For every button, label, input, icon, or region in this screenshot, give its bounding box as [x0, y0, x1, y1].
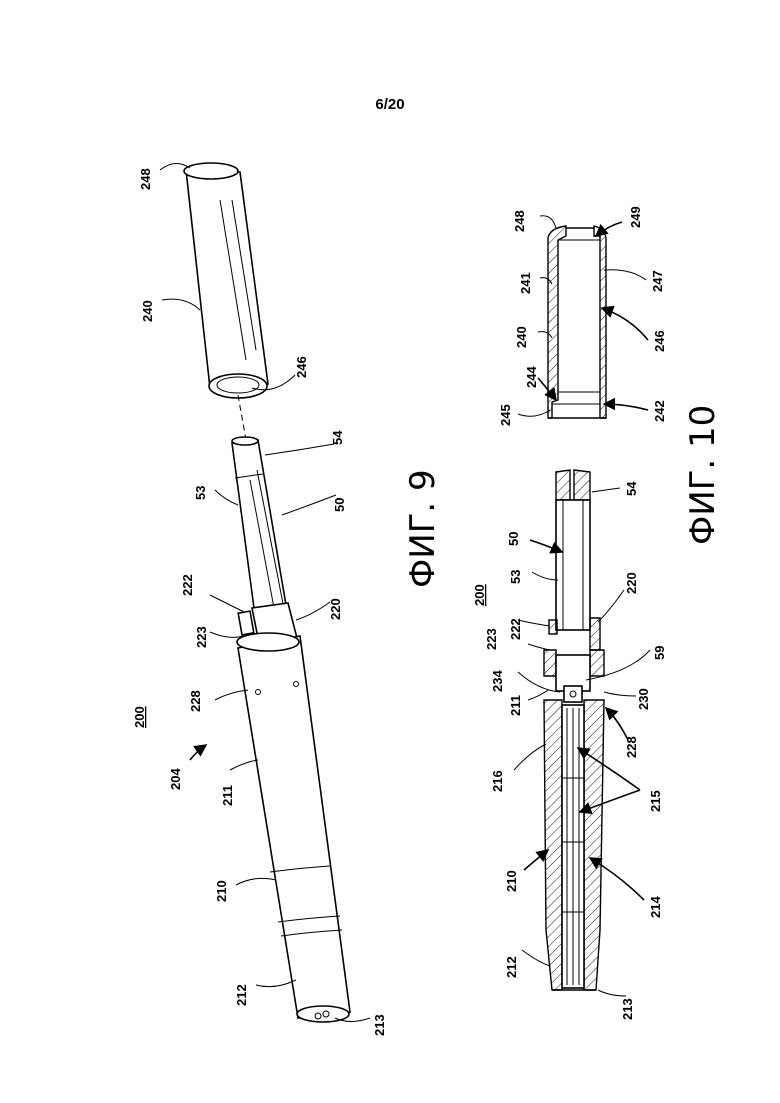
body-section-210 — [544, 700, 604, 990]
fig10-caption: ФИГ. 10 — [683, 405, 723, 545]
fig10-ref-247: 247 — [650, 270, 665, 292]
fig10-ref-246: 246 — [652, 330, 667, 352]
fig10-ref-241: 241 — [518, 272, 533, 294]
fig10-ref-228: 228 — [624, 736, 639, 758]
fig10-ref-242: 242 — [652, 400, 667, 422]
figure-10: 248 249 241 247 240 246 244 245 242 54 5… — [472, 206, 723, 1020]
fig9-ref-54: 54 — [330, 430, 345, 445]
body-210 — [237, 633, 350, 1022]
fig9-ref-211: 211 — [220, 785, 235, 806]
cap-section-240 — [548, 226, 606, 418]
fig10-ref-212: 212 — [504, 956, 519, 978]
fig10-ref-249: 249 — [628, 206, 643, 228]
fig10-ref-216: 216 — [490, 770, 505, 792]
fig9-ref-213: 213 — [372, 1014, 387, 1036]
cartridge-section-50 — [549, 470, 600, 650]
fig9-ref-210: 210 — [214, 880, 229, 902]
fig10-ref-240: 240 — [514, 326, 529, 348]
fig10-ref-210: 210 — [504, 870, 519, 892]
fig10-ref-230: 230 — [636, 688, 651, 710]
fig10-ref-234: 234 — [490, 670, 505, 692]
fig10-ref-223: 223 — [484, 628, 499, 650]
fig10-ref-214: 214 — [648, 896, 663, 918]
fig9-ref-222: 222 — [180, 574, 195, 596]
fig10-ref-211: 211 — [508, 695, 523, 716]
fig9-ref-220: 220 — [328, 598, 343, 620]
fig10-ref-244: 244 — [524, 366, 539, 388]
fig10-ref-213: 213 — [620, 998, 635, 1020]
fig10-ref-245: 245 — [498, 404, 513, 426]
fig10-ref-200: 200 — [472, 584, 487, 606]
fig10-ref-215: 215 — [648, 790, 663, 812]
fig10-ref-220: 220 — [624, 572, 639, 594]
fig9-ref-204: 204 — [168, 768, 183, 790]
connector-230 — [544, 650, 604, 702]
fig9-ref-53: 53 — [193, 486, 208, 500]
fig10-ref-50: 50 — [506, 532, 521, 546]
cap-240 — [184, 163, 268, 398]
fig9-ref-240: 240 — [140, 300, 155, 322]
fig10-ref-54: 54 — [624, 481, 639, 496]
figure-9: 248 240 246 54 53 50 222 223 220 228 200… — [132, 163, 443, 1036]
fig9-ref-50: 50 — [332, 498, 347, 512]
fig9-ref-228: 228 — [188, 690, 203, 712]
fig9-ref-248: 248 — [138, 168, 153, 190]
fig10-ref-53: 53 — [508, 570, 523, 584]
fig9-ref-223: 223 — [194, 626, 209, 648]
fig10-ref-222: 222 — [508, 618, 523, 640]
fig10-ref-59: 59 — [652, 646, 667, 660]
axis-line — [238, 395, 246, 440]
fig9-caption: ФИГ. 9 — [403, 469, 443, 588]
fig9-ref-212: 212 — [234, 984, 249, 1006]
fig10-ref-248: 248 — [512, 210, 527, 232]
fig9-ref-200: 200 — [132, 706, 147, 728]
fig9-ref-246: 246 — [294, 356, 309, 378]
